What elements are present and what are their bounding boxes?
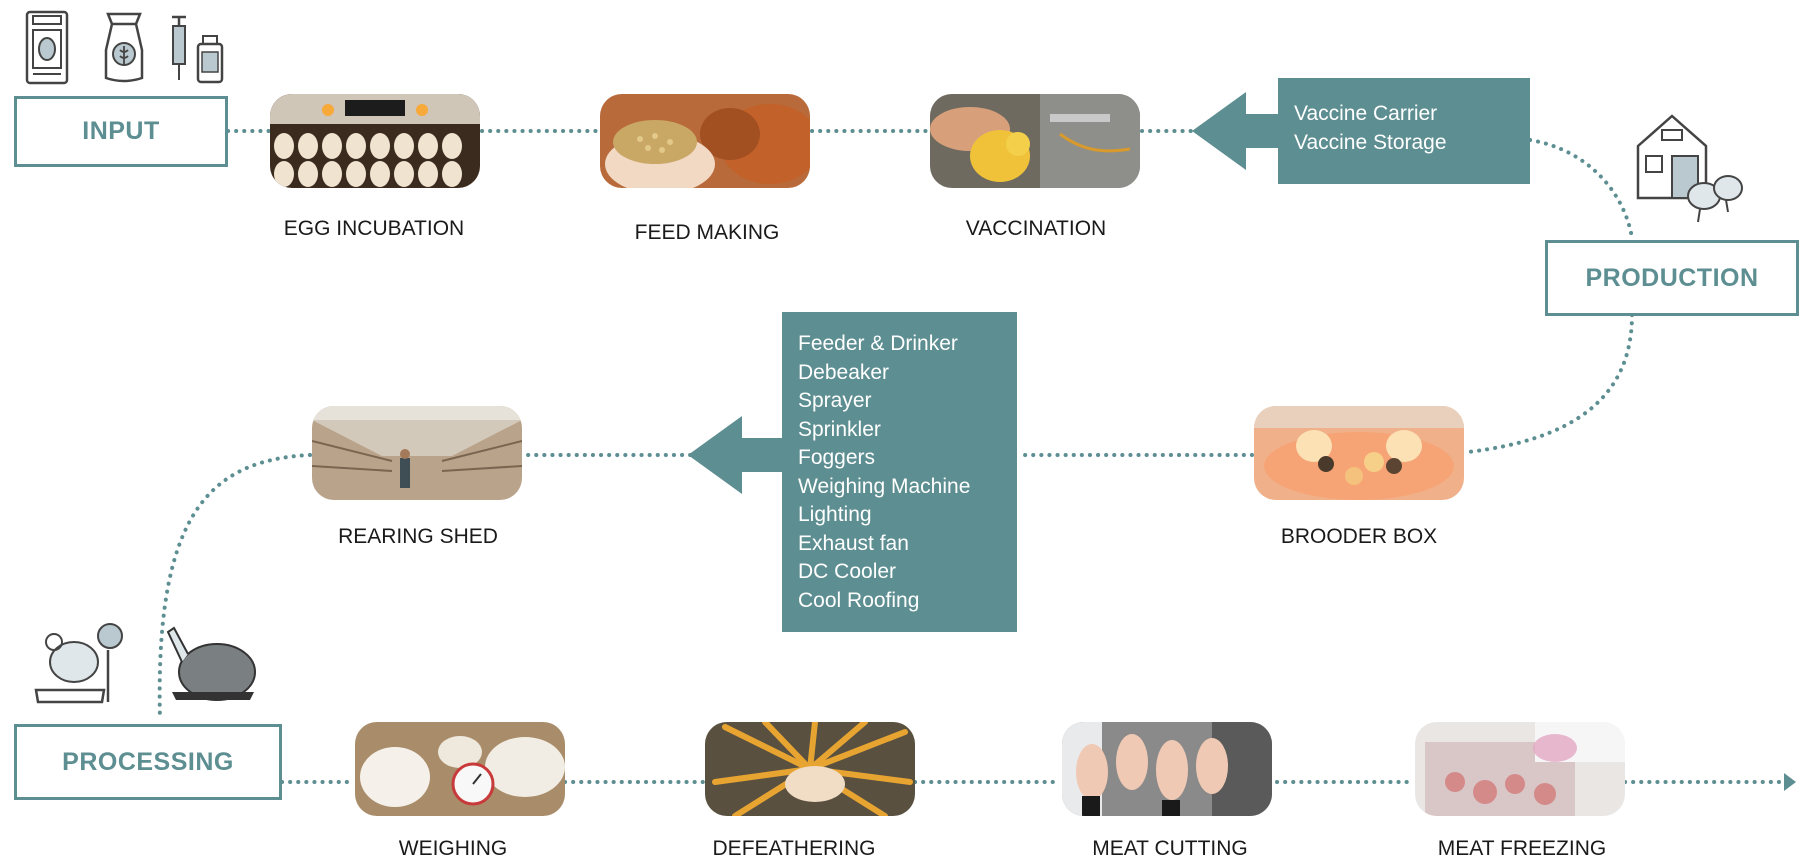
medicine-bottle-icon [196, 35, 224, 84]
label-defeathering: DEFEATHERING [712, 837, 876, 860]
equipment-item: Vaccine Carrier [1294, 102, 1438, 125]
egg-incubation-photo [270, 94, 480, 188]
connector-production-to-brooder [1466, 313, 1634, 454]
label-egg-incubation: EGG INCUBATION [283, 217, 465, 240]
label-brooder-box: BROODER BOX [1280, 525, 1438, 548]
label-meat-freezing: MEAT FREEZING [1437, 837, 1607, 860]
stage-input: INPUT [14, 96, 228, 167]
meat-freezing-photo [1415, 722, 1625, 816]
stage-input-label: INPUT [82, 117, 160, 145]
barn-icon [1636, 114, 1743, 223]
defeathering-photo [705, 722, 915, 816]
label-vaccination: VACCINATION [965, 217, 1107, 240]
equipment-item: Feeder & Drinker [798, 332, 958, 355]
egg-incubator-icon [25, 10, 69, 85]
equipment-item: Vaccine Storage [1294, 130, 1447, 154]
equipment-item: DC Cooler [798, 560, 897, 583]
label-feed-making: FEED MAKING [634, 221, 780, 244]
connector-vaccine-box-to-production [1528, 138, 1634, 240]
connector-rearing-to-processing [157, 453, 312, 722]
label-weighing: WEIGHING [398, 837, 508, 860]
label-rearing-shed: REARING SHED [338, 525, 498, 548]
vaccination-photo [930, 94, 1140, 188]
feed-sack-icon [104, 12, 144, 83]
equipment-item: Sprinkler [798, 417, 881, 441]
syringe-icon [172, 15, 186, 80]
stage-production: PRODUCTION [1545, 240, 1799, 316]
label-meat-cutting: MEAT CUTTING [1092, 837, 1248, 860]
stage-processing-label: PROCESSING [62, 747, 234, 776]
arrow-end-processing [1784, 773, 1796, 791]
equipment-item: Cool Roofing [798, 588, 920, 612]
vaccination-equipment-box: Vaccine Carrier Vaccine Storage [1278, 78, 1530, 184]
arrow-into-rearing [688, 416, 782, 494]
rearing-shed-photo [312, 406, 522, 500]
stage-processing: PROCESSING [14, 724, 282, 800]
brooder-box-photo [1254, 406, 1464, 500]
arrow-into-vaccination [1192, 92, 1286, 170]
equipment-item: Debeaker [798, 360, 890, 384]
equipment-item: Foggers [798, 446, 876, 469]
equipment-item: Lighting [798, 503, 872, 526]
weighing-photo [355, 722, 565, 816]
equipment-item: Sprayer [798, 389, 872, 412]
stage-production-label: PRODUCTION [1585, 263, 1759, 292]
rearing-equipment-box: Feeder & Drinker Debeaker Sprayer Sprink… [782, 312, 1017, 632]
equipment-item: Exhaust fan [798, 531, 909, 555]
meat-cutting-photo [1062, 722, 1272, 816]
chicken-on-scale-icon [34, 623, 123, 704]
feed-making-photo [600, 94, 810, 188]
roast-chicken-icon [166, 626, 256, 701]
equipment-item: Weighing Machine [798, 474, 971, 498]
